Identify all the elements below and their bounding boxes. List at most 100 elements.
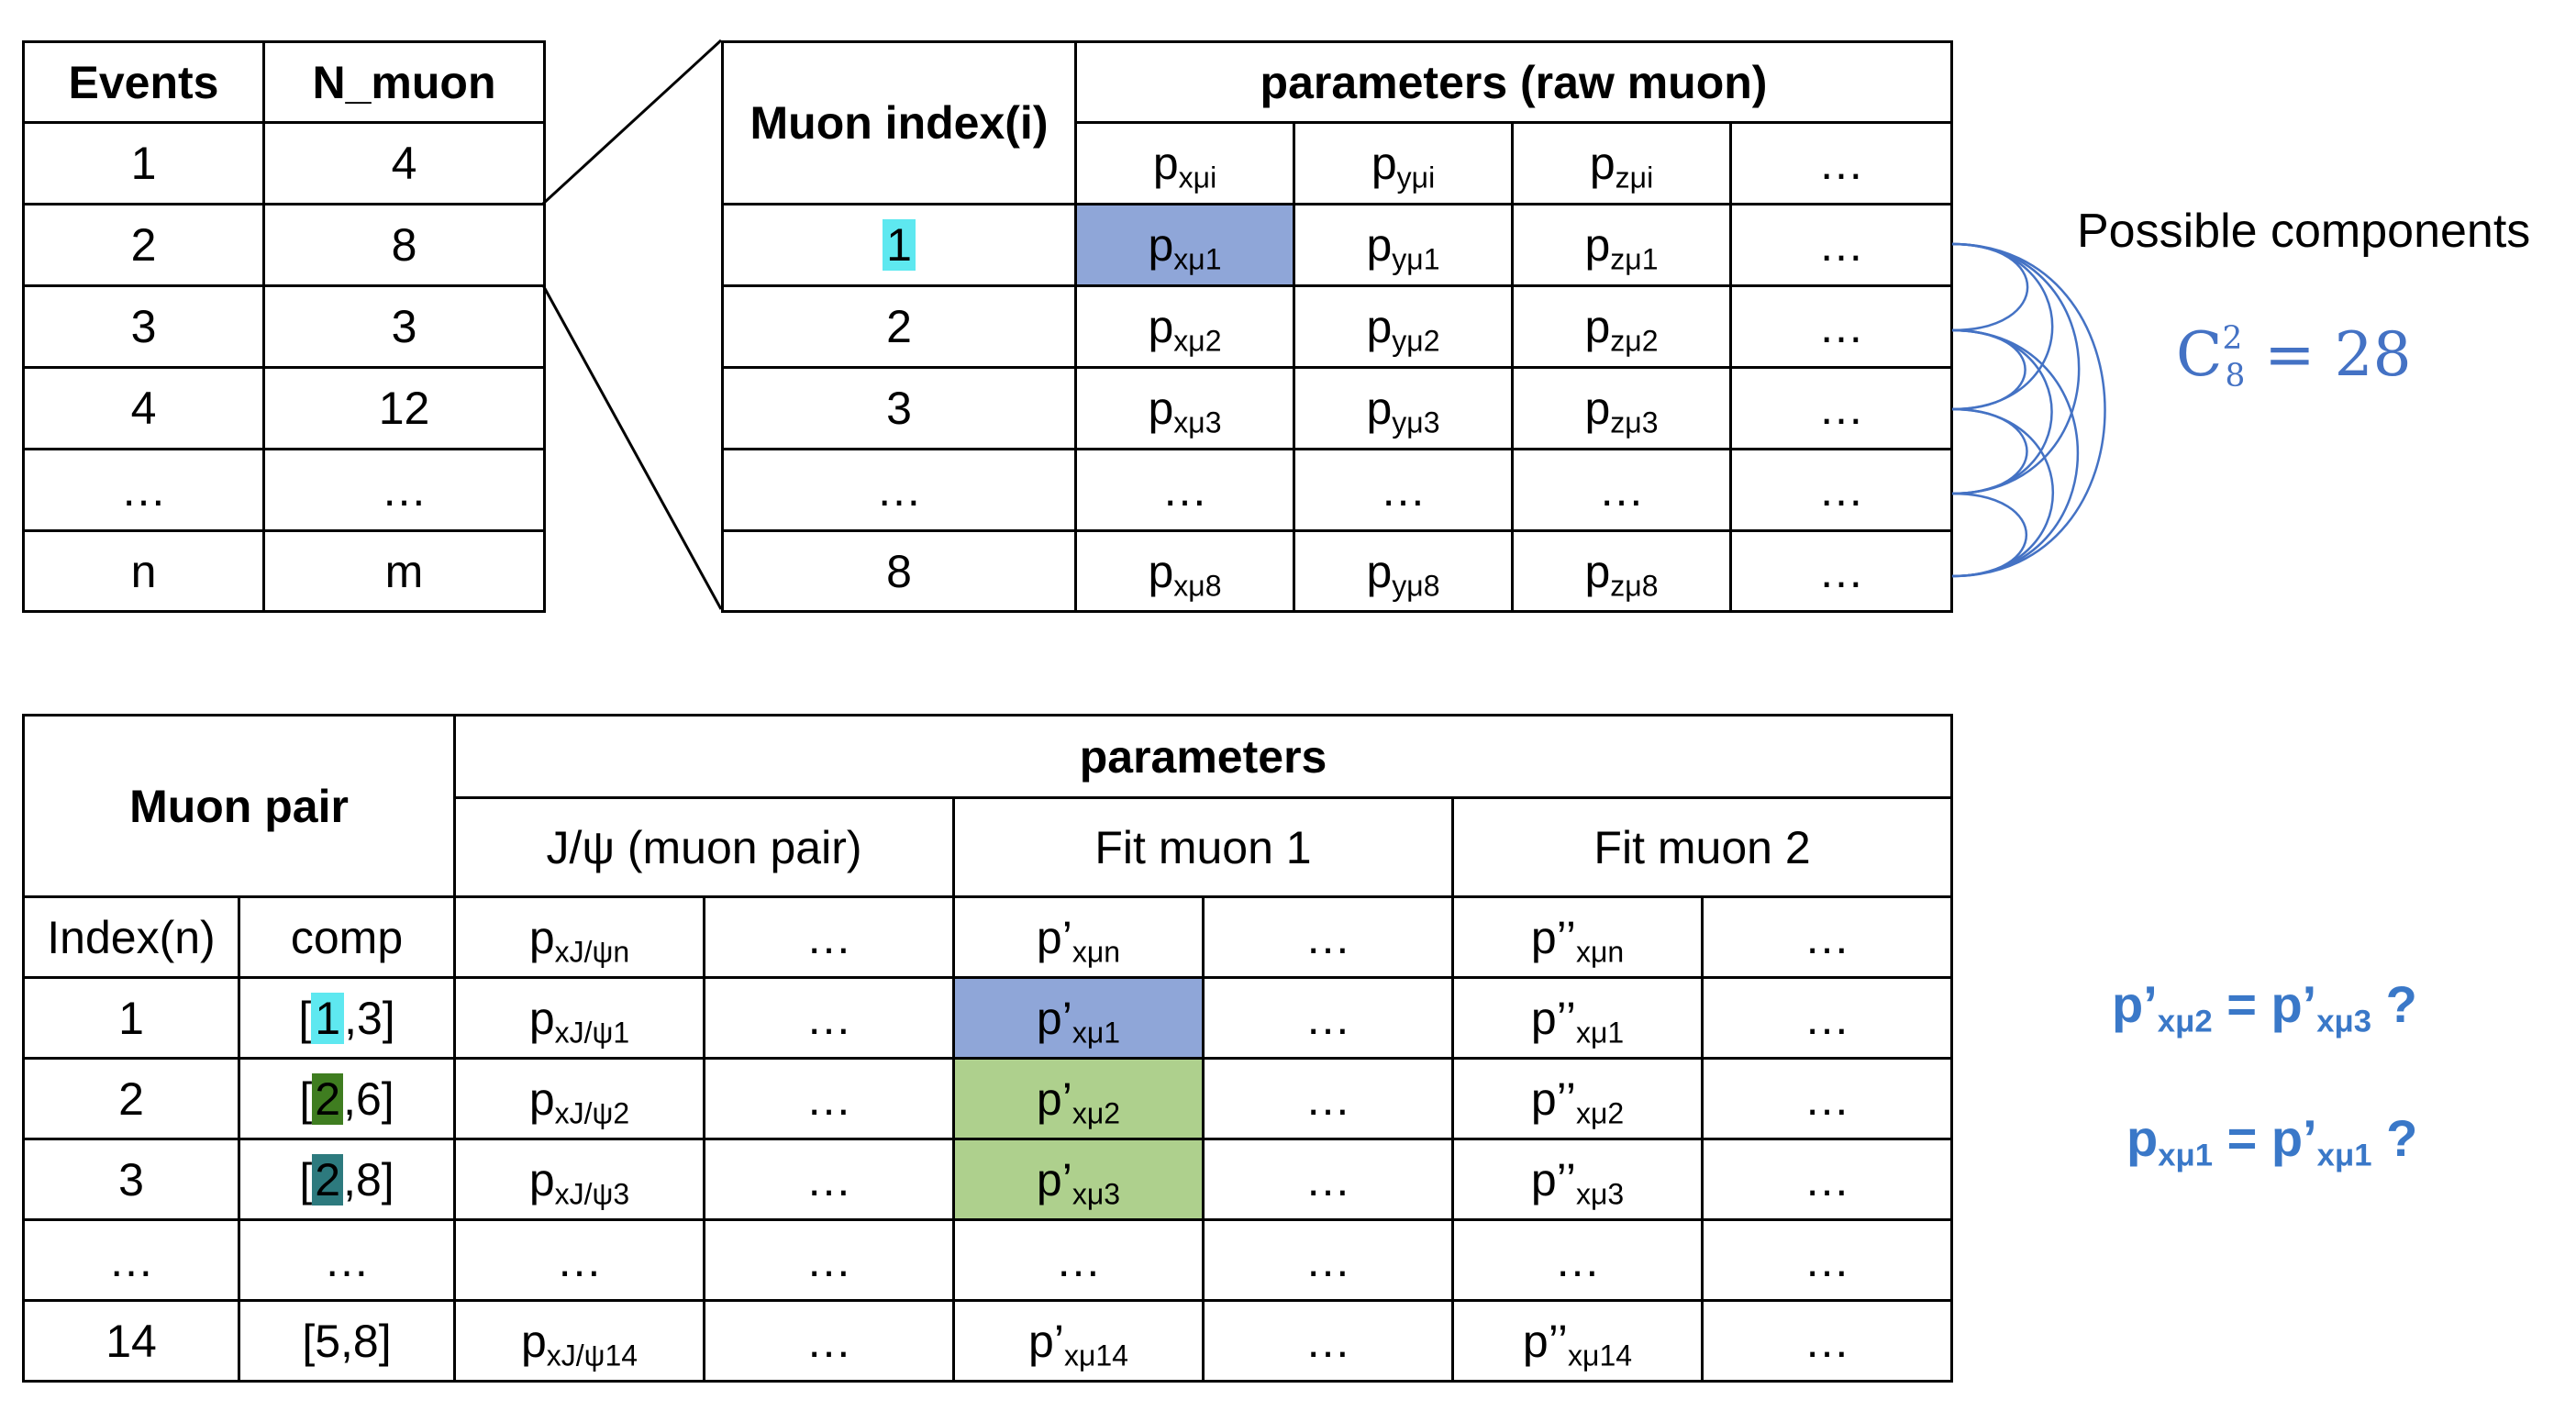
py-cell: pyμ1 (1293, 203, 1514, 287)
event-cell: 4 (22, 366, 265, 450)
fit1-px-cell: p’xμ3 (952, 1138, 1205, 1221)
jpsi-more-cell: … (703, 1138, 955, 1221)
raw-params-header: parameters (raw muon) (1074, 40, 1953, 124)
fit2-px-cell: … (1451, 1218, 1704, 1302)
n-muon-cell: 12 (262, 366, 546, 450)
muon-index-cell: 8 (721, 529, 1077, 613)
zoom-line-top (541, 39, 723, 206)
jpsi-px-cell: pxJ/ψ1 (453, 976, 705, 1060)
zoom-line-bottom (541, 284, 723, 610)
combination-arc (1951, 407, 2055, 578)
more-cell: … (1729, 529, 1953, 613)
muon-index-header: Muon index(i) (721, 40, 1077, 206)
fit1-px-header: p’xμn (952, 895, 1205, 979)
event-cell: 2 (22, 203, 265, 287)
n-muon-cell: … (262, 448, 546, 532)
muon-index-cell: 1 (721, 203, 1077, 287)
fit1-more-cell: … (1202, 1218, 1454, 1302)
fit1-more-cell: … (1202, 976, 1454, 1060)
pair-index-cell: 14 (22, 1299, 240, 1383)
pz-cell: pzμ1 (1511, 203, 1732, 287)
parameters-header: parameters (452, 714, 1954, 799)
fit1-more-cell: … (1202, 1138, 1454, 1221)
fit2-more-cell: … (1700, 976, 1954, 1060)
fit1-more-cell: … (1202, 1057, 1454, 1140)
fit1-more-header: … (1202, 895, 1454, 979)
jpsi-px-cell: pxJ/ψ14 (453, 1299, 705, 1383)
combination-arc (1951, 242, 2029, 332)
muon-pair-header: Muon pair (22, 714, 456, 898)
fit2-more-cell: … (1700, 1057, 1954, 1140)
combination-arc (1951, 242, 2054, 411)
pair-index-cell: … (22, 1218, 240, 1302)
jpsi-px-cell: … (453, 1218, 705, 1302)
jpsi-px-cell: pxJ/ψ2 (453, 1057, 705, 1140)
pair-comp-cell: [1,3] (238, 976, 456, 1060)
fit2-px-cell: p’’xμ2 (1451, 1057, 1704, 1140)
jpsi-more-cell: … (703, 1057, 955, 1140)
more-cell: … (1729, 366, 1953, 450)
fit2-px-cell: p’’xμ3 (1451, 1138, 1704, 1221)
fit2-px-cell: p’’xμ1 (1451, 976, 1704, 1060)
fit1-px-cell: … (952, 1218, 1205, 1302)
comp-highlight: 2 (312, 1072, 344, 1125)
more-header: … (1729, 121, 1953, 206)
jpsi-px-header: pxJ/ψn (453, 895, 705, 979)
comp-highlight: 2 (312, 1153, 344, 1205)
event-cell: n (22, 529, 265, 613)
event-cell: … (22, 448, 265, 532)
event-cell: 3 (22, 284, 265, 369)
n-muon-header: N_muon (262, 40, 546, 124)
jpsi-group-header: J/ψ (muon pair) (453, 796, 955, 898)
pz-cell: pzμ3 (1511, 366, 1732, 450)
jpsi-more-cell: … (703, 976, 955, 1060)
n-muon-cell: 3 (262, 284, 546, 369)
muon-index-cell: 2 (721, 284, 1077, 369)
fit1-px-cell: p’xμ14 (952, 1299, 1205, 1383)
fit1-more-cell: … (1202, 1299, 1454, 1383)
pz-cell: pzμ8 (1511, 529, 1732, 613)
fit-muon1-group-header: Fit muon 1 (952, 796, 1454, 898)
fit1-px-cell: p’xμ2 (952, 1057, 1205, 1140)
combination-arcs (1951, 242, 2106, 578)
py-cell: pyμ2 (1293, 284, 1514, 369)
muon-index-cell: 3 (721, 366, 1077, 450)
event-cell: 1 (22, 121, 265, 206)
n-muon-cell: 8 (262, 203, 546, 287)
pair-comp-cell: [2,6] (238, 1057, 456, 1140)
px-cell: … (1074, 448, 1295, 532)
combination-arc (1951, 328, 2053, 495)
combination-arc (1951, 328, 2026, 411)
index-header: Index(n) (22, 895, 240, 979)
combination-arc (1951, 407, 2028, 495)
n-muon-cell: 4 (262, 121, 546, 206)
px-cell: pxμ8 (1074, 529, 1295, 613)
comp-header: comp (238, 895, 456, 979)
jpsi-more-header: … (703, 895, 955, 979)
combination-arc (1951, 242, 2106, 578)
pair-comp-cell: [5,8] (238, 1299, 456, 1383)
jpsi-more-cell: … (703, 1218, 955, 1302)
pair-comp-cell: … (238, 1218, 456, 1302)
py-header: pyμi (1293, 121, 1514, 206)
question-raw-fit-equality: pxμ1 = p’xμ1 ? (2126, 1109, 2418, 1173)
more-cell: … (1729, 284, 1953, 369)
events-header: Events (22, 40, 265, 124)
index-highlight: 1 (883, 219, 916, 271)
jpsi-more-cell: … (703, 1299, 955, 1383)
pz-header: pzμi (1511, 121, 1732, 206)
pair-comp-cell: [2,8] (238, 1138, 456, 1221)
pair-index-cell: 1 (22, 976, 240, 1060)
py-cell: pyμ8 (1293, 529, 1514, 613)
jpsi-px-cell: pxJ/ψ3 (453, 1138, 705, 1221)
more-cell: … (1729, 203, 1953, 287)
possible-components-label: Possible components (2077, 205, 2531, 258)
fit2-more-cell: … (1700, 1138, 1954, 1221)
combination-arc (1951, 492, 2028, 578)
pz-cell: … (1511, 448, 1732, 532)
muon-pair-table: Muon pair parameters J/ψ (muon pair) Fit… (22, 714, 1954, 1383)
n-muon-cell: m (262, 529, 546, 613)
fit2-more-header: … (1700, 895, 1954, 979)
fit1-px-cell: p’xμ1 (952, 976, 1205, 1060)
